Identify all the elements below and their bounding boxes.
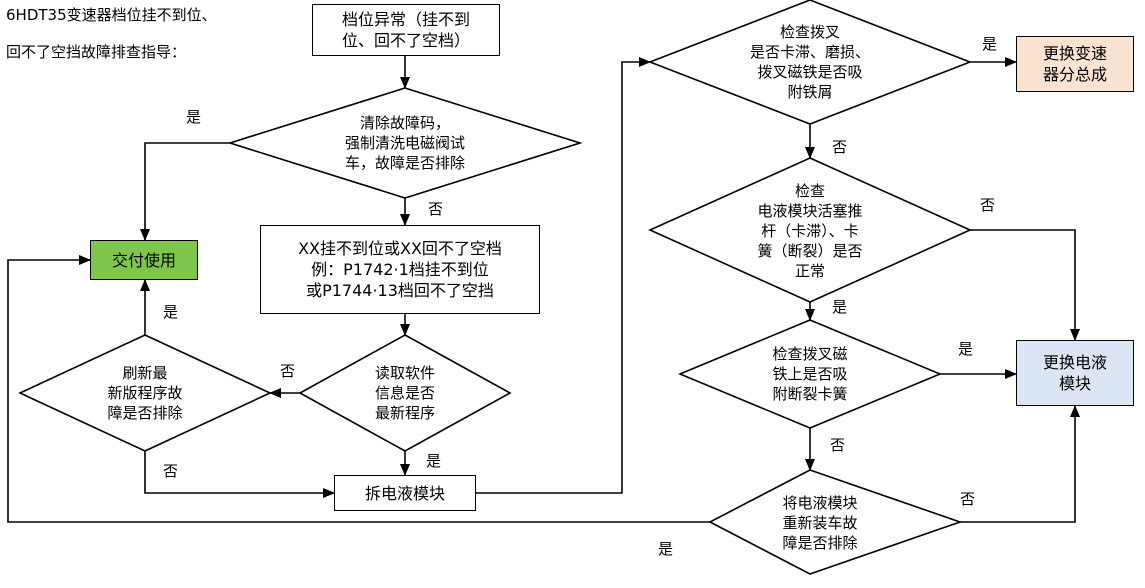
node-deliver: 交付使用: [90, 240, 198, 280]
node-check-fork: 检查拨叉 是否卡滞、磨损、 拨叉磁铁是否吸 附铁屑: [749, 23, 870, 101]
chart-title-line1: 6HDT35变速器档位挂不到位、: [6, 6, 217, 24]
node-clear-codes: 清除故障码， 强制清洗电磁阀试 车，故障是否排除: [344, 114, 465, 172]
chart-title-line2: 回不了空挡故障排查指导：: [6, 43, 187, 61]
decision-reinstall-shape: [708, 469, 963, 575]
edge-label-fork-yes: 是: [982, 35, 998, 53]
edge-piston-no-to-replace-module: [970, 229, 1080, 341]
edge-label-flash-yes: 是: [163, 303, 179, 321]
edge-label-piston-no: 否: [980, 196, 996, 214]
node-reinstall: 将电液模块 重新装车故 障是否排除: [782, 494, 858, 552]
edge-remove-to-fork: [476, 57, 651, 494]
node-read-software: 读取软件 信息是否 最新程序: [374, 364, 435, 422]
node-remove-module: 拆电液模块: [334, 475, 476, 511]
node-example: XX挂不到位或XX回不了空档 例：P1742·1档挂不到位 或P1744·13档…: [260, 225, 540, 314]
edge-label-clear-no: 否: [428, 200, 444, 218]
node-replace-gearbox: 更换变速 器分总成: [1016, 36, 1134, 92]
edge-label-magnet-yes: 是: [958, 340, 974, 358]
edge-label-reinstall-no: 否: [960, 490, 976, 508]
edge-label-read-no: 否: [280, 362, 296, 380]
node-replace-module: 更换电液 模块: [1016, 340, 1134, 406]
edge-label-fork-no: 否: [832, 138, 848, 156]
edge-label-reinstall-yes: 是: [658, 540, 674, 558]
node-start: 档位异常（挂不到 位、回不了空档）: [312, 4, 500, 56]
edge-reinstall-yes-to-deliver: [7, 255, 710, 523]
node-flash-latest: 刷新最 新版程序故 障是否排除: [107, 364, 183, 422]
edge-label-piston-yes: 是: [832, 298, 848, 316]
edge-label-read-yes: 是: [426, 452, 442, 470]
node-check-piston: 检查 电液模块活塞推 杆（卡滞）、卡 簧（断裂）是否 正常: [757, 182, 863, 280]
edge-label-flash-no: 否: [163, 462, 179, 480]
edge-reinstall-no-to-replace-module: [960, 405, 1080, 523]
edge-label-magnet-no: 否: [830, 436, 846, 454]
node-check-magnet: 检查拨叉磁 铁上是否吸 附断裂卡簧: [772, 345, 848, 403]
edge-clear-yes-to-deliver: [140, 142, 230, 241]
edge-flash-no-to-remove: [144, 451, 335, 498]
edge-label-clear-yes: 是: [186, 108, 202, 126]
